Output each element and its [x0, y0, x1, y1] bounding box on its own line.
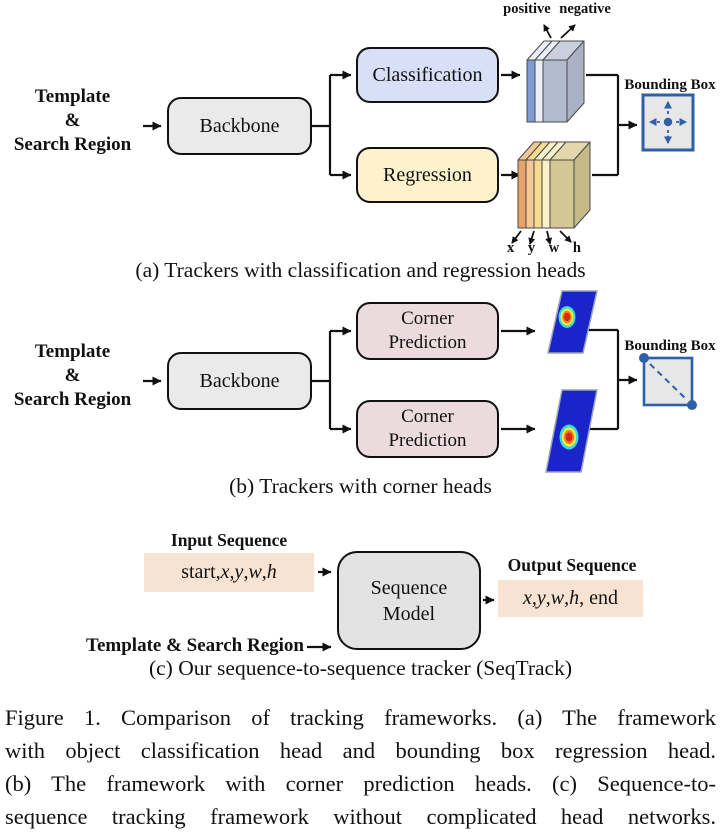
classification-box: Classification	[356, 47, 499, 103]
bounding-box-label-b: Bounding Box	[624, 338, 716, 354]
split-line-b	[312, 331, 332, 429]
search-region-line: Search Region	[13, 389, 132, 410]
regression-feature-stack	[517, 141, 591, 229]
panel-b-caption: (b) Trackers with corner heads	[229, 474, 492, 498]
sequence-line: Sequence	[370, 576, 448, 599]
figure-caption-line: with object classification head and boun…	[5, 738, 716, 763]
input-label-a: Template & Search Region	[0, 85, 145, 157]
figure-caption-line: (b) The framework with corner prediction…	[5, 771, 716, 796]
y-label: y	[527, 240, 536, 256]
positive-negative-arrows	[543, 24, 576, 39]
template-search-region-label-c: Template & Search Region	[86, 635, 304, 656]
model-line: Model	[382, 602, 436, 625]
panel-c-connectors	[307, 567, 495, 652]
input-sequence-label: Input Sequence	[170, 530, 288, 550]
figure-caption: Figure 1. Comparison of tracking framewo…	[5, 701, 716, 833]
search-region-line: Search Region	[13, 134, 132, 155]
corner-line: Corner	[401, 308, 454, 329]
bounding-box-glyph-b	[639, 353, 697, 410]
merge-bracket-a	[586, 73, 620, 177]
template-line: Template	[34, 341, 111, 362]
split-line-a	[312, 75, 332, 175]
positive-negative-label: positive negative	[503, 1, 611, 17]
xywh-labels: x y w h	[507, 240, 581, 257]
w-label: w	[548, 240, 560, 256]
x-label: x	[507, 240, 515, 256]
template-line: Template	[34, 86, 111, 107]
corner-line: Corner	[401, 406, 454, 427]
bounding-box-glyph-a	[641, 93, 695, 152]
figure-caption-line: sequence tracking framework without comp…	[5, 804, 716, 829]
corner-heatmap-top	[547, 290, 598, 354]
bounding-box-label-a: Bounding Box	[624, 77, 716, 93]
regression-box: Regression	[356, 147, 499, 203]
backbone-box-b: Backbone	[167, 352, 312, 410]
output-sequence-box: x, y, w, h, end	[498, 580, 643, 617]
panel-c-caption: (c) Our sequence-to-sequence tracker (Se…	[148, 656, 573, 680]
prediction-line: Prediction	[388, 332, 467, 353]
sequence-model-box: Sequence Model	[337, 551, 481, 650]
h-label: h	[572, 240, 581, 256]
panel-a-connectors	[143, 70, 638, 180]
corner-prediction-box-top: Corner Prediction	[356, 302, 499, 360]
output-sequence-label: Output Sequence	[507, 555, 637, 575]
input-sequence-box: start, x, y, w, h	[144, 553, 314, 592]
input-label-b: Template & Search Region	[0, 340, 145, 412]
corner-prediction-box-bottom: Corner Prediction	[356, 400, 499, 458]
backbone-box-a: Backbone	[167, 97, 312, 155]
ampersand-line: &	[64, 110, 81, 131]
figure-caption-line: Figure 1. Comparison of tracking framewo…	[5, 705, 716, 730]
corner-heatmap-bottom	[545, 389, 598, 473]
panel-b-connectors	[143, 326, 638, 434]
xywh-arrows	[511, 230, 572, 245]
classification-feature-stack	[526, 40, 585, 123]
prediction-line: Prediction	[388, 430, 467, 451]
panel-a-caption: (a) Trackers with classification and reg…	[135, 258, 586, 282]
ampersand-line: &	[64, 365, 81, 386]
